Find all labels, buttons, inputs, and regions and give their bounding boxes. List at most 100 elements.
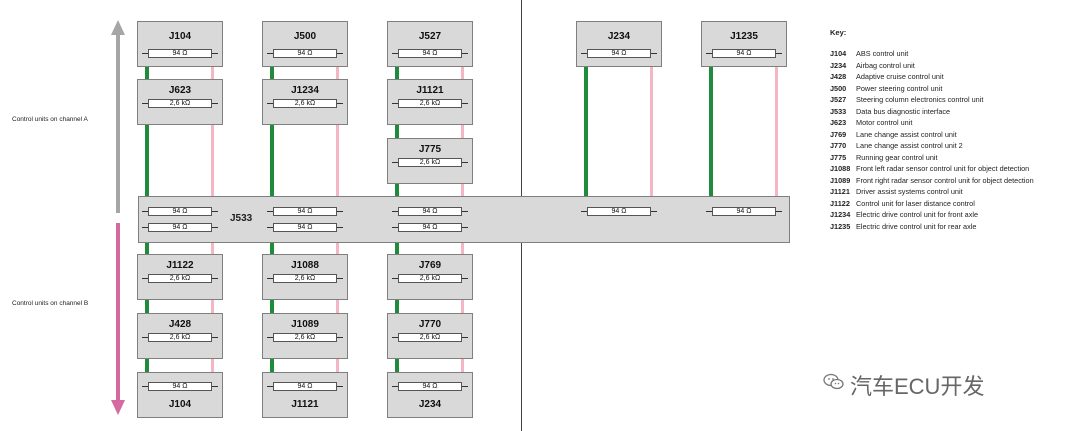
- key-code: J623: [830, 118, 847, 127]
- key-desc: Lane change assist control unit: [856, 129, 957, 139]
- bus-resistor: 94 Ω: [267, 207, 343, 216]
- bus-resistor: 94 Ω: [267, 223, 343, 232]
- key-code: J1089: [830, 175, 851, 185]
- unit-name: J1121: [416, 85, 444, 96]
- control-unit-j104-b: 94 Ω J104: [137, 372, 223, 418]
- control-unit-j234: J234 94 Ω: [576, 21, 662, 67]
- unit-name: J1122: [166, 260, 194, 271]
- resistor: 2,6 kΩ: [267, 99, 343, 108]
- key-desc: Data bus diagnostic interface: [856, 106, 951, 116]
- bus-resistor: 94 Ω: [581, 207, 657, 216]
- control-unit-j500: J500 94 Ω: [262, 21, 348, 67]
- key-code: J533: [830, 106, 847, 116]
- key-desc: Control unit for laser distance control: [856, 198, 975, 208]
- channel-b-label: Control units on channel B: [12, 300, 89, 307]
- unit-name: J1234: [291, 85, 319, 96]
- key-desc: Front right radar sensor control unit fo…: [856, 175, 1034, 185]
- unit-name: J1121: [291, 399, 319, 410]
- key-item: J775 Running gear control unit: [830, 153, 938, 162]
- can-low-wire: [650, 67, 653, 207]
- resistor: 2,6 kΩ: [392, 274, 468, 283]
- unit-name: J527: [418, 31, 442, 42]
- unit-name: J104: [168, 399, 192, 410]
- key-code: J769: [830, 129, 847, 139]
- key-item: J1121 Driver assist systems control unit: [830, 187, 963, 196]
- termination-resistor: 94 Ω: [267, 49, 343, 58]
- termination-resistor: 94 Ω: [581, 49, 657, 58]
- wechat-icon: [823, 373, 844, 390]
- channel-a-label: Control units on channel A: [12, 116, 88, 123]
- control-unit-j1088: J1088 2,6 kΩ: [262, 254, 348, 300]
- control-unit-j527: J527 94 Ω: [387, 21, 473, 67]
- key-code: J770: [830, 141, 847, 150]
- unit-name: J234: [607, 31, 631, 42]
- key-desc: Electric drive control unit for rear axl…: [856, 221, 977, 231]
- control-unit-j1235: J1235 94 Ω: [701, 21, 787, 67]
- termination-resistor: 94 Ω: [142, 382, 218, 391]
- key-code: J1088: [830, 164, 851, 173]
- key-item: J1235 Electric drive control unit for rea…: [830, 222, 976, 231]
- key-item: J533 Data bus diagnostic interface: [830, 107, 950, 116]
- unit-name: J104: [168, 31, 192, 42]
- key-title: Key:: [830, 28, 847, 37]
- control-unit-j1121: J1121 2,6 kΩ: [387, 79, 473, 125]
- bus-resistor: 94 Ω: [392, 207, 468, 216]
- termination-resistor: 94 Ω: [392, 382, 468, 391]
- gateway-label: J533: [230, 213, 253, 224]
- control-unit-j1089: J1089 2,6 kΩ: [262, 313, 348, 359]
- termination-resistor: 94 Ω: [706, 49, 782, 58]
- key-code: J1235: [830, 221, 851, 231]
- unit-name: J775: [418, 144, 442, 155]
- key-code: J527: [830, 95, 847, 104]
- key-code: J428: [830, 72, 847, 81]
- control-unit-j769: J769 2,6 kΩ: [387, 254, 473, 300]
- key-desc: Driver assist systems control unit: [856, 187, 963, 196]
- control-unit-j623: J623 2,6 kΩ: [137, 79, 223, 125]
- can-high-wire: [584, 67, 588, 207]
- channel-b-arrowhead: [111, 400, 125, 415]
- key-item: J769 Lane change assist control unit: [830, 130, 957, 139]
- key-code: J1122: [830, 198, 850, 208]
- unit-name: J1088: [291, 260, 319, 271]
- key-item: J1089 Front right radar sensor control un…: [830, 176, 1034, 185]
- control-unit-j775: J775 2,6 kΩ: [387, 138, 473, 184]
- bus-resistor: 94 Ω: [392, 223, 468, 232]
- resistor: 2,6 kΩ: [392, 158, 468, 167]
- resistor: 2,6 kΩ: [392, 333, 468, 342]
- unit-name: J1089: [291, 319, 319, 330]
- key-item: J623 Motor control unit: [830, 118, 912, 127]
- key-desc: Running gear control unit: [856, 152, 938, 162]
- resistor: 2,6 kΩ: [392, 99, 468, 108]
- control-unit-j1234: J1234 2,6 kΩ: [262, 79, 348, 125]
- key-desc: Motor control unit: [856, 118, 913, 127]
- resistor: 2,6 kΩ: [142, 274, 218, 283]
- key-desc: Lane change assist control unit 2: [856, 141, 963, 150]
- bus-resistor: 94 Ω: [142, 223, 218, 232]
- unit-name: J428: [168, 319, 192, 330]
- key-code: J775: [830, 152, 847, 162]
- gateway-bus-j533: [138, 196, 790, 243]
- termination-resistor: 94 Ω: [267, 382, 343, 391]
- resistor: 2,6 kΩ: [142, 99, 218, 108]
- key-code: J1121: [830, 187, 850, 196]
- key-code: J500: [830, 83, 847, 93]
- key-code: J104: [830, 49, 847, 58]
- can-low-wire: [775, 67, 778, 207]
- channel-a-arrowhead: [111, 20, 125, 35]
- key-desc: Airbag control unit: [856, 60, 915, 70]
- resistor: 2,6 kΩ: [267, 333, 343, 342]
- watermark: 汽车ECU开发: [850, 374, 985, 399]
- key-item: J770 Lane change assist control unit 2: [830, 141, 963, 150]
- key-code: J1234: [830, 210, 851, 219]
- bus-resistor: 94 Ω: [706, 207, 782, 216]
- key-item: J1122 Control unit for laser distance con…: [830, 199, 975, 208]
- unit-name: J769: [418, 260, 442, 271]
- unit-name: J234: [418, 399, 442, 410]
- control-unit-j234-b: 94 Ω J234: [387, 372, 473, 418]
